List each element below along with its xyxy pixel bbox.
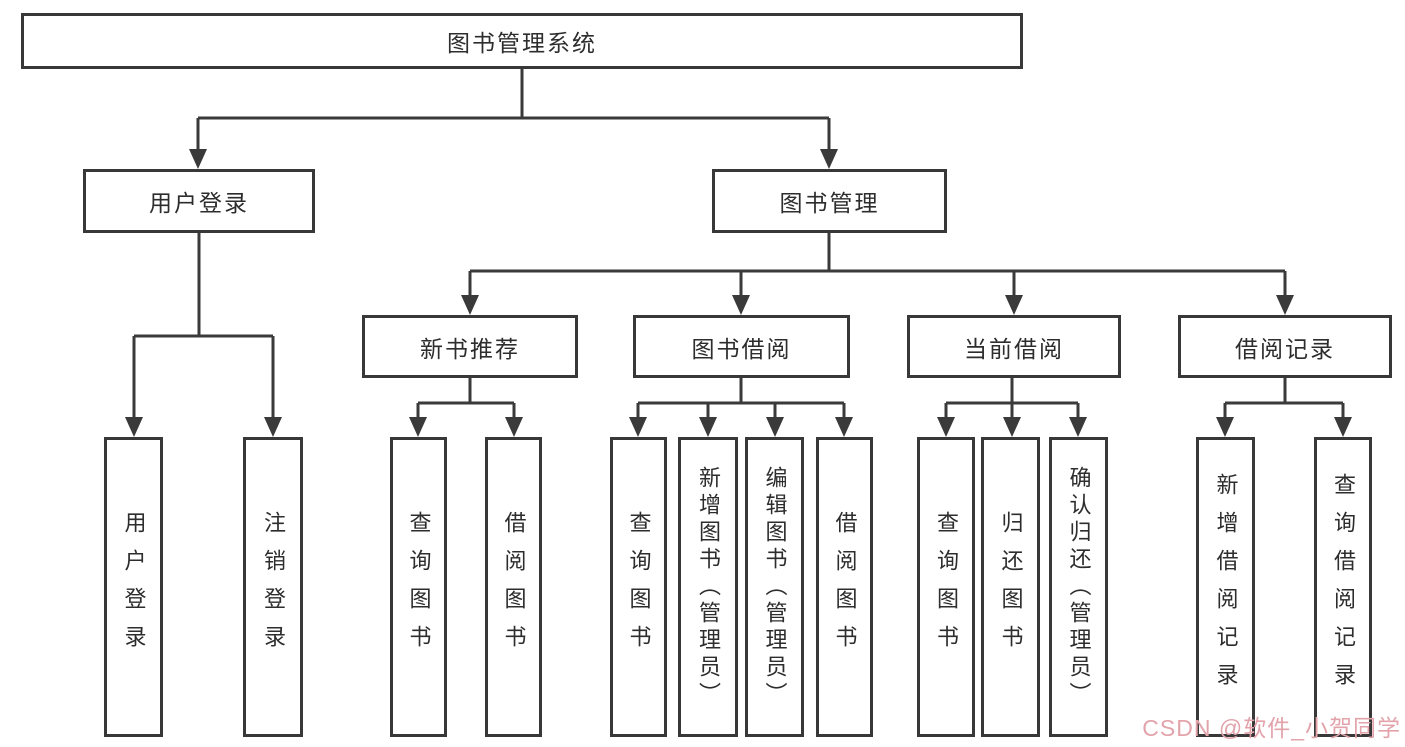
leaf-user-login: 用户登录	[104, 437, 163, 737]
leaf-add-borrow-record: 新增借阅记录	[1196, 437, 1255, 737]
leaf-query-books-current: 查询图书	[917, 437, 975, 737]
leaf-edit-books-admin: 编辑图书（管理员）	[745, 437, 804, 737]
leaf-borrow-books: 借阅图书	[816, 437, 873, 737]
leaf-add-books-admin: 新增图书（管理员）	[678, 437, 738, 737]
node-book-borrow: 图书借阅	[633, 315, 850, 378]
leaf-label: 新增图书（管理员）	[696, 465, 721, 709]
leaf-label: 编辑图书（管理员）	[762, 465, 788, 709]
leaf-label: 查询借阅记录	[1331, 473, 1356, 701]
node-root-library-system: 图书管理系统	[21, 13, 1023, 69]
leaf-logout: 注销登录	[243, 437, 303, 737]
leaf-label: 确认归还（管理员）	[1066, 465, 1092, 709]
leaf-label: 查询图书	[626, 511, 652, 663]
arrowhead-icons	[125, 149, 1352, 437]
leaf-label: 新增借阅记录	[1213, 473, 1239, 701]
leaf-query-books-recommend: 查询图书	[390, 437, 447, 737]
leaf-label: 用户登录	[121, 511, 147, 663]
leaf-label: 借阅图书	[832, 511, 858, 663]
node-book-management: 图书管理	[712, 169, 947, 233]
node-new-book-recommend: 新书推荐	[362, 315, 578, 378]
node-current-borrow: 当前借阅	[907, 315, 1121, 378]
leaf-label: 借阅图书	[501, 511, 527, 663]
csdn-watermark: CSDN @软件_小贺同学	[1142, 715, 1401, 741]
leaf-confirm-return-admin: 确认归还（管理员）	[1049, 437, 1108, 737]
leaf-query-borrow-record: 查询借阅记录	[1314, 437, 1372, 737]
leaf-label: 查询图书	[406, 511, 432, 663]
leaf-label: 归还图书	[998, 511, 1024, 663]
node-borrow-records: 借阅记录	[1178, 315, 1392, 378]
node-user-login: 用户登录	[83, 169, 315, 233]
leaf-return-books: 归还图书	[981, 437, 1040, 737]
leaf-borrow-books-recommend: 借阅图书	[485, 437, 542, 737]
leaf-label: 查询图书	[934, 511, 959, 663]
leaf-label: 注销登录	[261, 511, 286, 663]
leaf-query-books-borrow: 查询图书	[610, 437, 667, 737]
